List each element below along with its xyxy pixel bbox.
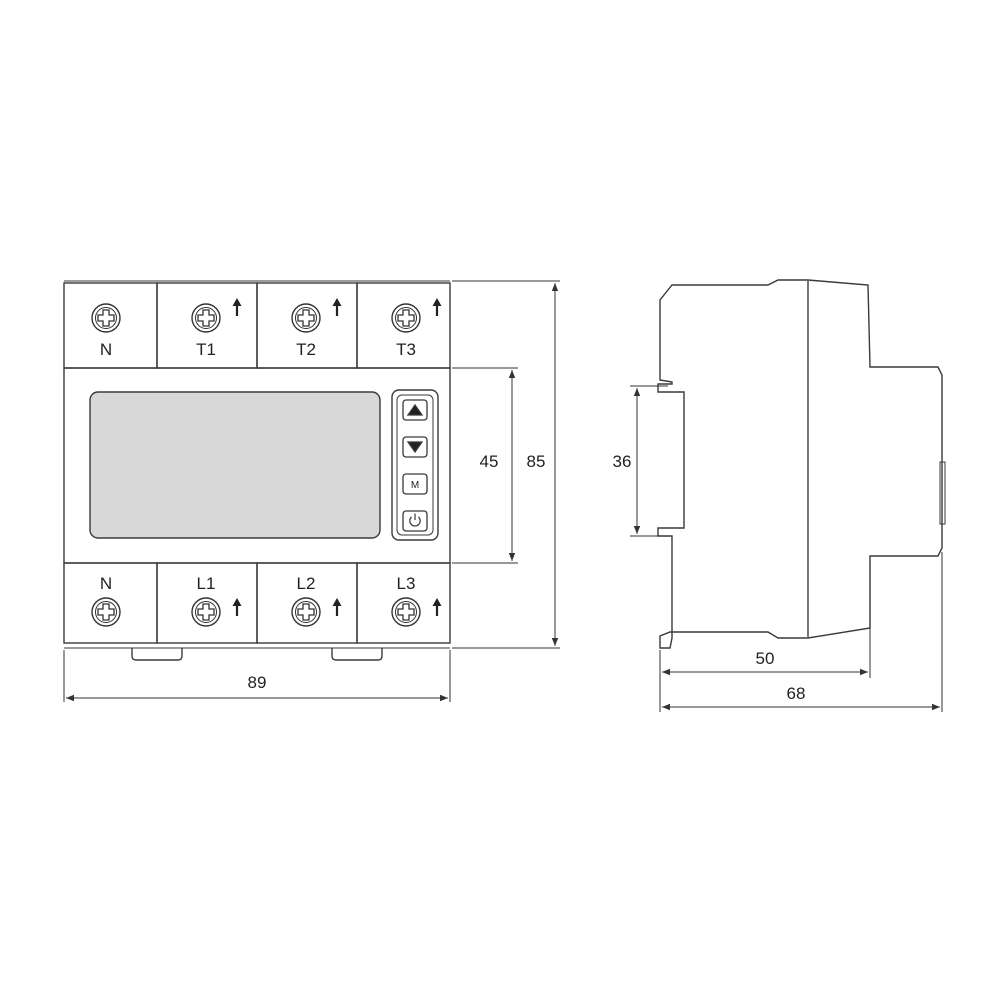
terminal-label-top: N	[100, 340, 112, 359]
terminal-label-bottom: N	[100, 574, 112, 593]
dim-rail-label: 36	[613, 452, 632, 471]
dim-width-label: 89	[248, 673, 267, 692]
din-clip-right	[331, 648, 383, 661]
terminal-label-bottom: L3	[397, 574, 416, 593]
screw-icon	[91, 597, 121, 627]
arrow-up-icon	[232, 598, 242, 616]
terminal-label-bottom: L1	[197, 574, 216, 593]
button-panel	[391, 389, 439, 541]
dim-height-total-label: 85	[527, 452, 546, 471]
down-button[interactable]	[402, 436, 428, 458]
side-outline	[657, 279, 943, 649]
up-button[interactable]	[402, 399, 428, 421]
side-view	[657, 279, 946, 649]
dim-depth-total-label: 68	[787, 684, 806, 703]
arrow-up-icon	[432, 298, 442, 316]
din-clip-left	[131, 648, 183, 661]
terminal-label-top: T2	[296, 340, 316, 359]
power-button[interactable]	[402, 510, 428, 532]
screw-icon	[91, 303, 121, 333]
power-icon	[409, 513, 421, 527]
screw-icon	[191, 597, 221, 627]
terminal-label-bottom: L2	[297, 574, 316, 593]
mode-button-label: M	[411, 480, 419, 491]
dim-height-front-label: 45	[480, 452, 499, 471]
mode-button[interactable]	[402, 473, 428, 495]
arrow-up-icon	[432, 598, 442, 616]
terminal-block-bottom-4	[356, 562, 451, 644]
triangle-up-icon	[406, 403, 424, 416]
triangle-down-icon	[406, 441, 424, 454]
arrow-up-icon	[332, 598, 342, 616]
lcd-display	[89, 391, 381, 539]
terminal-label-top: T1	[196, 340, 216, 359]
screw-icon	[391, 597, 421, 627]
screw-icon	[191, 303, 221, 333]
screw-icon	[291, 597, 321, 627]
front-view	[63, 280, 451, 661]
screw-icon	[291, 303, 321, 333]
front-dimensions	[63, 280, 560, 702]
arrow-up-icon	[232, 298, 242, 316]
arrow-up-icon	[332, 298, 342, 316]
side-dimensions	[630, 385, 943, 712]
screw-icon	[391, 303, 421, 333]
terminal-label-top: T3	[396, 340, 416, 359]
dim-depth-short-label: 50	[756, 649, 775, 668]
